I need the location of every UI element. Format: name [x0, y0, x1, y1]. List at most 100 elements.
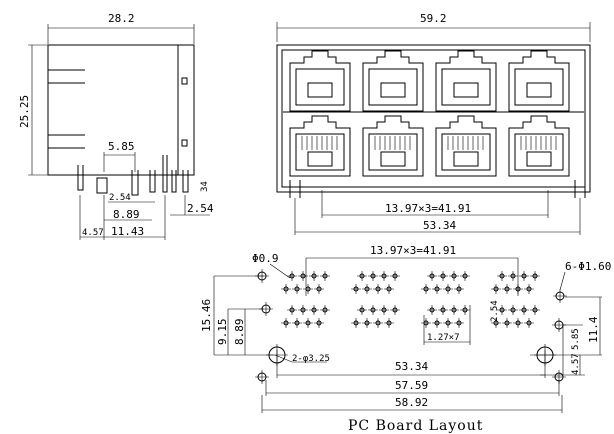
dim-4-57: 4.57 [82, 228, 104, 238]
pin-hole [303, 318, 313, 328]
dim-15-46: 15.46 [200, 299, 213, 332]
port-outline [435, 50, 497, 112]
port-latch [380, 82, 406, 98]
pin-hole [449, 305, 459, 315]
pin-hole [314, 284, 324, 294]
mount-hole [553, 289, 567, 303]
dim-5-85-line [103, 152, 136, 172]
pin-hole [497, 305, 507, 315]
dim-4-57-pcb: 4.57 [571, 353, 581, 375]
pin-hole [519, 305, 529, 315]
pin-hole [443, 318, 453, 328]
dim-front-pin-span: 53.34 [423, 219, 456, 232]
pin-hole [421, 318, 431, 328]
pin-hole [287, 305, 297, 315]
rj45-port [362, 115, 424, 177]
pin-hole [309, 305, 319, 315]
rj45-port [289, 50, 351, 112]
pin-hole [357, 271, 367, 281]
port-opening [295, 68, 345, 106]
rj45-port [289, 115, 351, 177]
pin-hole [508, 305, 518, 315]
dim-8-89: 8.89 [113, 208, 140, 221]
label-hole-peg: 2-φ3.25 [292, 354, 330, 364]
pin-hole [287, 271, 297, 281]
pin-hole [421, 284, 431, 294]
port-opening [368, 68, 418, 106]
dim-height-line [28, 44, 48, 176]
pin-hole [390, 271, 400, 281]
pin-hole [314, 318, 324, 328]
pin-hole [530, 305, 540, 315]
port-outline [362, 50, 424, 112]
port-opening [441, 68, 491, 106]
pin-hole [379, 305, 389, 315]
pin-hole [524, 318, 534, 328]
pin-hole [460, 271, 470, 281]
dim-5-85-pcb: 5.85 [571, 328, 581, 350]
port-latch [307, 151, 333, 167]
pcb-title: PC Board Layout [348, 418, 483, 434]
dim-2-54-right: 2.54 [187, 202, 214, 215]
side-pins [77, 155, 189, 196]
dim-57-59: 57.59 [395, 379, 428, 392]
label-hole-mount: 6-Φ1.60 [565, 260, 611, 273]
pin-hole [368, 305, 378, 315]
port-latch [380, 151, 406, 167]
port-opening [295, 133, 345, 171]
pin-hole [320, 305, 330, 315]
pin-hole [303, 284, 313, 294]
port-contacts [447, 136, 484, 150]
dim-height: 25.25 [18, 95, 31, 128]
side-latch [181, 77, 188, 85]
port-contacts [301, 136, 338, 150]
dim-9-15: 9.15 [216, 319, 229, 346]
pin-hole [351, 284, 361, 294]
pin-hole [309, 271, 319, 281]
dim-58-92: 58.92 [395, 396, 428, 409]
dim-34: 34 [200, 181, 210, 192]
dim-width: 28.2 [108, 12, 135, 25]
front-view: 59.2 13.97×3=41.91 53.34 [276, 12, 591, 235]
pin-hole [427, 305, 437, 315]
port-outline [508, 115, 570, 177]
dim-pcb-spacing: 13.97×3=41.91 [370, 244, 456, 257]
port-opening [368, 133, 418, 171]
side-body [47, 44, 195, 176]
pin-hole [368, 271, 378, 281]
pin-hole [491, 284, 501, 294]
pin-hole [519, 271, 529, 281]
pin-hole [281, 284, 291, 294]
port-contacts [520, 136, 557, 150]
pin-hole [357, 305, 367, 315]
pin-hole [513, 318, 523, 328]
pin-hole [449, 271, 459, 281]
side-view: 28.2 25.25 5.85 2.54 8.89 4.57 11.43 34 … [18, 12, 214, 240]
pin-hole [373, 284, 383, 294]
port-opening [514, 133, 564, 171]
pin-hole [292, 318, 302, 328]
port-contacts [374, 136, 411, 150]
dim-5-85: 5.85 [108, 140, 135, 153]
dim-11-4: 11.4 [587, 316, 600, 343]
pin-hole [384, 318, 394, 328]
pin-hole [524, 284, 534, 294]
pcb-layout: 13.97×3=41.91 Φ0.9 6-Φ1.60 2-φ3.25 2.54 … [200, 244, 611, 434]
side-latch [181, 139, 188, 147]
rj45-port [435, 115, 497, 177]
rj45-port [435, 50, 497, 112]
pin-hole [373, 318, 383, 328]
pin-hole [351, 318, 361, 328]
side-shield-tabs [48, 69, 85, 149]
pin-hole [320, 271, 330, 281]
port-outline [508, 50, 570, 112]
pin-hole [390, 305, 400, 315]
port-outline [289, 115, 351, 177]
port-latch [526, 82, 552, 98]
front-pegs [289, 180, 586, 198]
pin-hole [432, 284, 442, 294]
port-latch [307, 82, 333, 98]
pin-hole [508, 271, 518, 281]
rj45-port [508, 50, 570, 112]
